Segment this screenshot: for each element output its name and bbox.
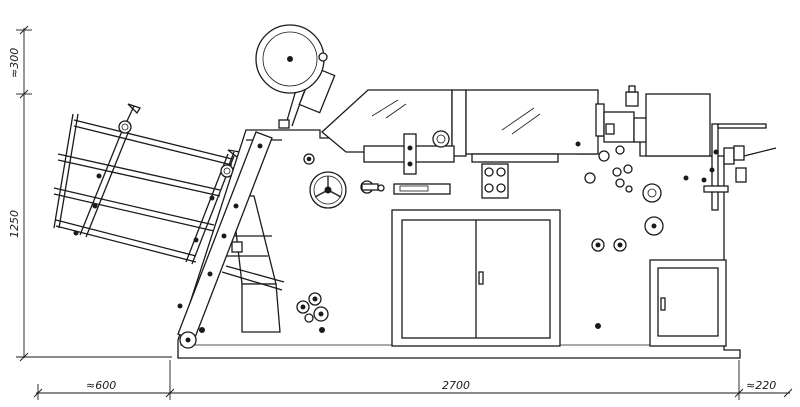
top-reel-assembly (255, 24, 336, 129)
roller-set-left (199, 153, 329, 333)
dim-main-height: 1250 (8, 210, 21, 238)
horizontal-dimension: ≈600 2700 ≈220 (33, 360, 793, 400)
dim-top-height: ≈300 (8, 48, 21, 78)
left-feed-arm (177, 131, 273, 349)
dim-outfeed-length: ≈220 (746, 379, 776, 392)
handwheel (309, 171, 347, 209)
roller-set-right (575, 141, 689, 329)
small-cabinet (649, 259, 727, 347)
feed-chute (212, 195, 285, 333)
dim-feeder-length: ≈600 (86, 379, 116, 392)
right-upper-unit (603, 85, 777, 211)
small-door-handle (660, 297, 666, 311)
dim-body-length: 2700 (442, 379, 470, 392)
door-handle (478, 271, 484, 285)
upper-cover (321, 89, 605, 175)
hopper-feeder (53, 103, 242, 265)
vertical-dimension: ≈300 1250 (8, 25, 172, 362)
main-cabinet (391, 209, 561, 347)
control-elements (360, 163, 509, 199)
